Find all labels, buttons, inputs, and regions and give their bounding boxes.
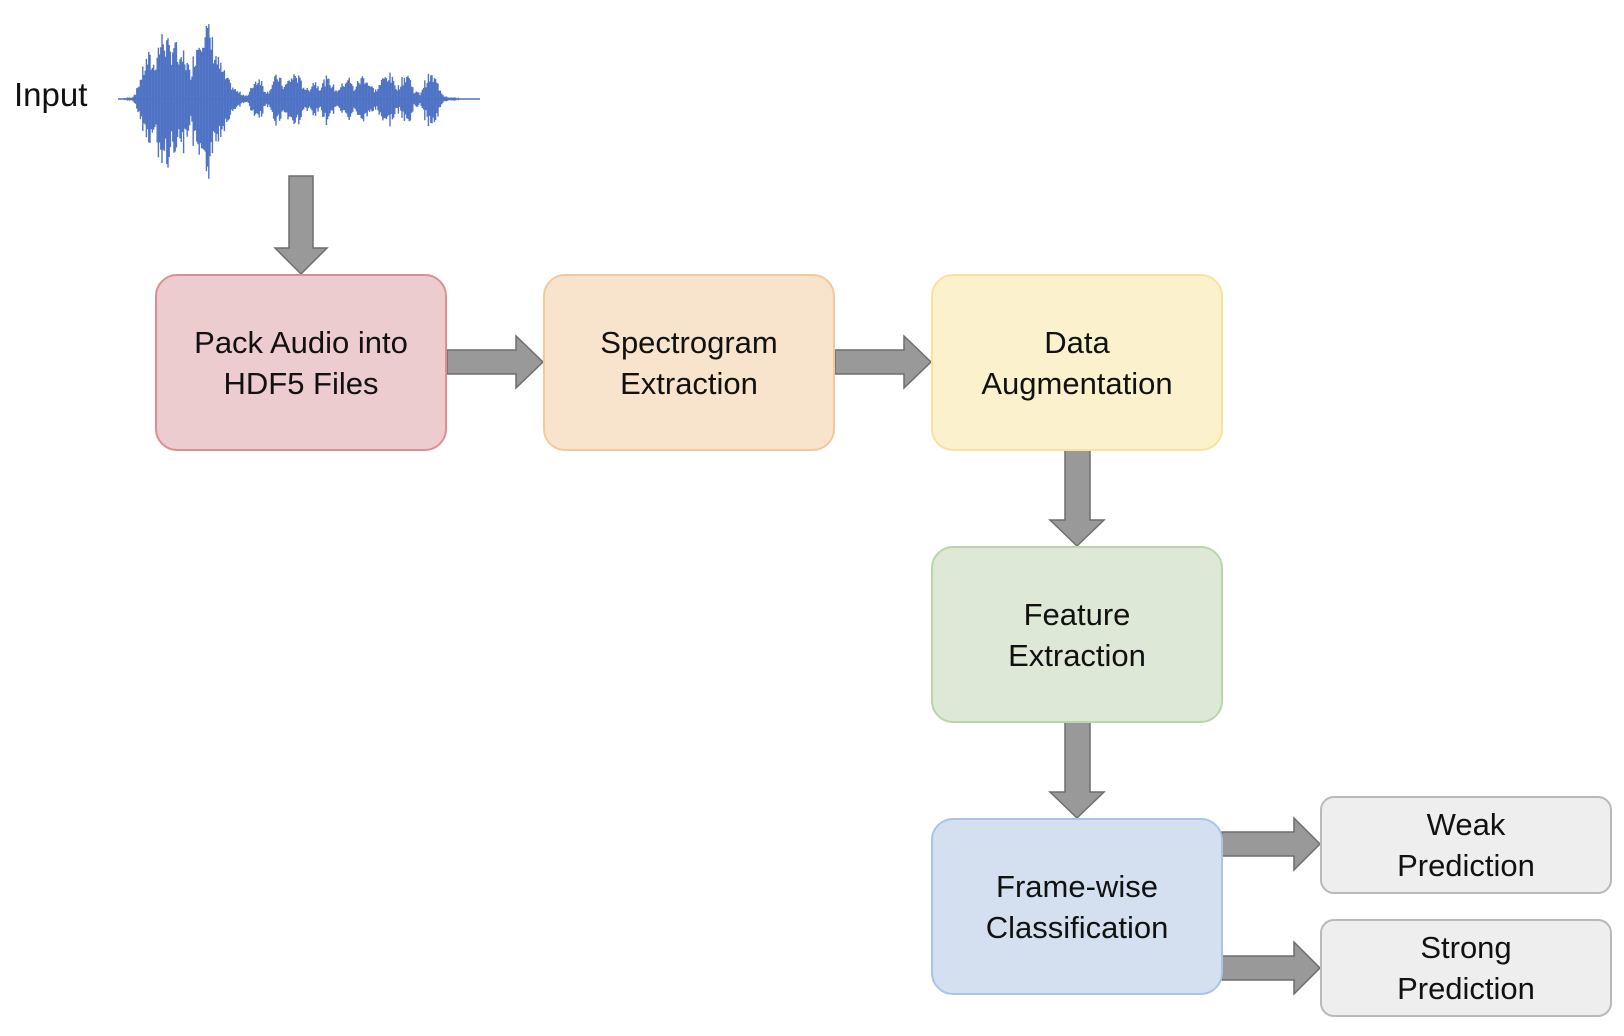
weak-prediction-label-line1: Weak: [1426, 807, 1506, 842]
pack-audio-label-line2: HDF5 Files: [223, 365, 379, 401]
feature-extraction-label-line1: Feature: [1023, 596, 1131, 632]
spectrogram-label-line1: Spectrogram: [600, 324, 778, 360]
data-augmentation-box: Data Augmentation: [931, 274, 1223, 451]
weak-prediction-box: Weak Prediction: [1320, 796, 1612, 894]
arrow-augmentation-to-feature: [1048, 449, 1106, 548]
frame-classification-box: Frame-wise Classification: [931, 818, 1223, 995]
input-label: Input: [14, 76, 88, 113]
data-augmentation-label-line1: Data: [1044, 324, 1110, 360]
arrow-classification-to-weak: [1221, 816, 1322, 872]
arrow-input-to-pack: [273, 175, 329, 276]
strong-prediction-label-line1: Strong: [1420, 930, 1512, 965]
feature-extraction-label-line2: Extraction: [1008, 637, 1146, 673]
arrow-pack-to-spectrogram: [446, 334, 545, 390]
arrow-classification-to-strong: [1221, 940, 1322, 996]
spectrogram-label-line2: Extraction: [620, 365, 758, 401]
frame-classification-label-line1: Frame-wise: [996, 868, 1158, 904]
weak-prediction-label-line2: Prediction: [1397, 848, 1535, 883]
arrow-spectrogram-to-augmentation: [834, 334, 933, 390]
pack-audio-label-line1: Pack Audio into: [194, 324, 408, 360]
arrow-feature-to-classification: [1048, 721, 1106, 820]
frame-classification-label-line2: Classification: [985, 909, 1169, 945]
strong-prediction-label-line2: Prediction: [1397, 971, 1535, 1006]
spectrogram-extraction-box: Spectrogram Extraction: [543, 274, 835, 451]
strong-prediction-box: Strong Prediction: [1320, 919, 1612, 1017]
audio-waveform-icon: [118, 24, 480, 179]
feature-extraction-box: Feature Extraction: [931, 546, 1223, 723]
pack-audio-box: Pack Audio into HDF5 Files: [155, 274, 447, 451]
data-augmentation-label-line2: Augmentation: [981, 365, 1173, 401]
